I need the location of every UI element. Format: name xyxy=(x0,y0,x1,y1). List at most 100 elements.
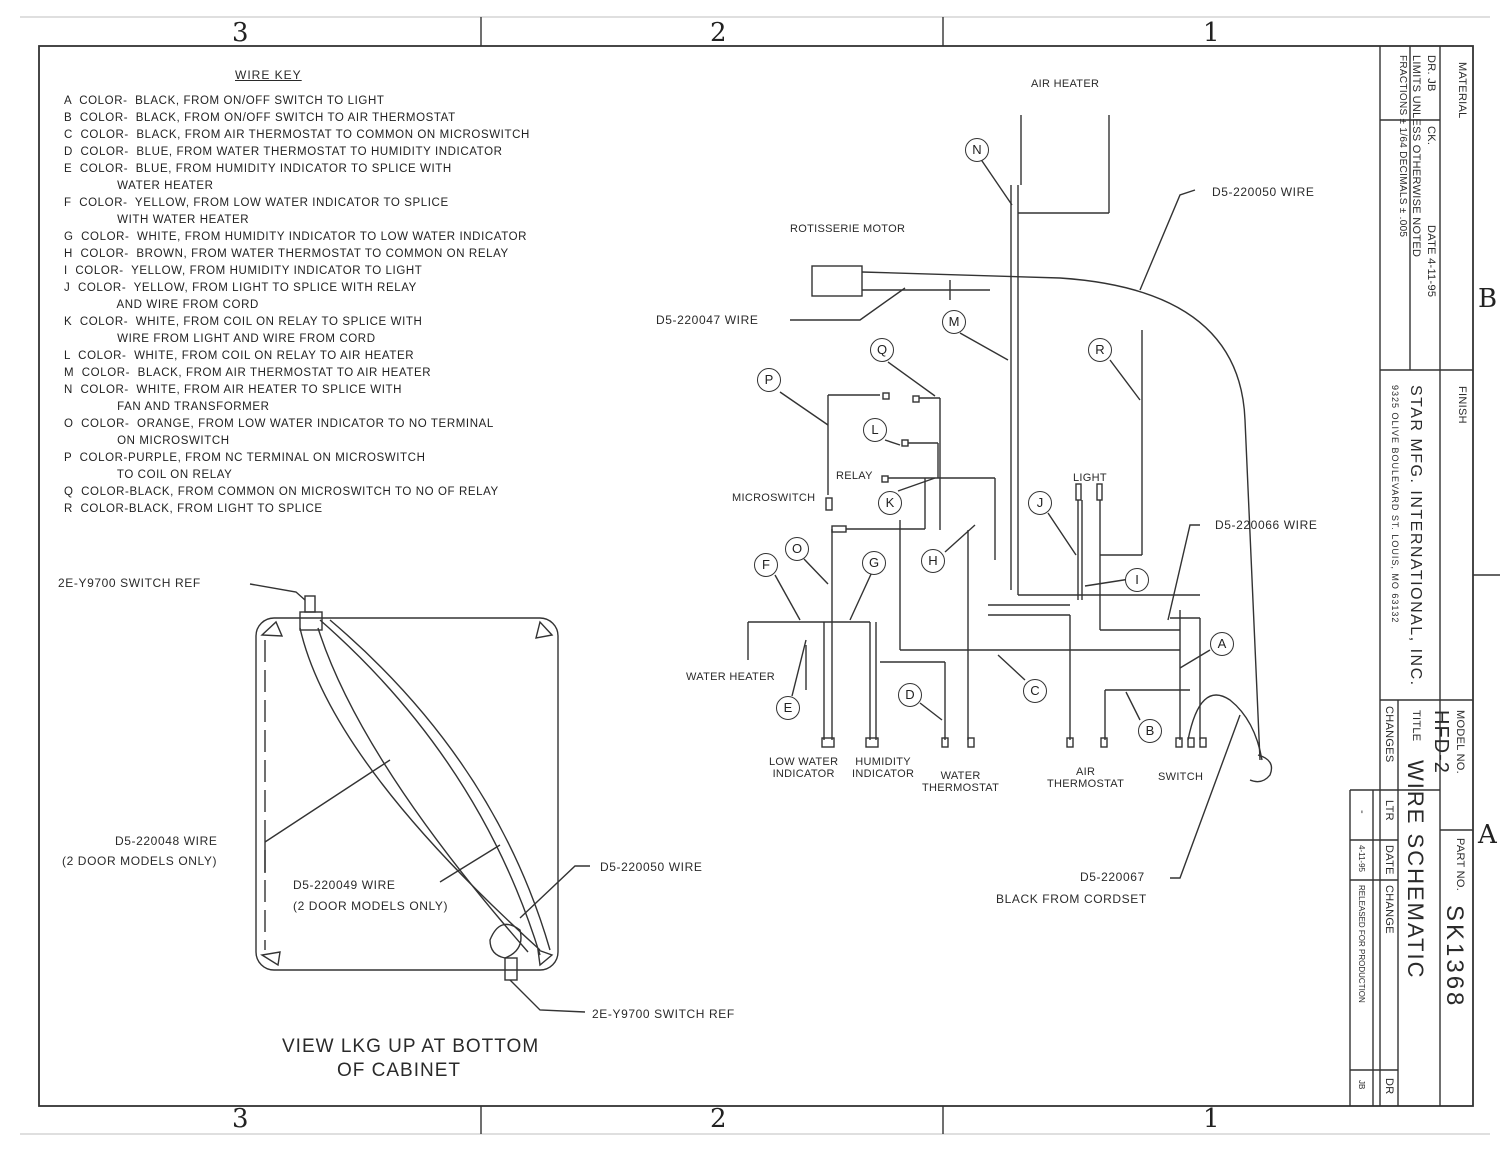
tb-rev-change: RELEASED FOR PRODUCTION xyxy=(1357,885,1366,1003)
wire-key-line: K COLOR- WHITE, FROM COIL ON RELAY TO SP… xyxy=(64,316,423,328)
tb-dr: DR. JB xyxy=(1425,55,1437,92)
switch-ref-top-label: 2E-Y9700 SWITCH REF xyxy=(58,576,201,590)
wire-key-line: C COLOR- BLACK, FROM AIR THERMOSTAT TO C… xyxy=(64,129,530,141)
view-caption-line2: OF CABINET xyxy=(337,1060,462,1081)
wire-key-line: B COLOR- BLACK, FROM ON/OFF SWITCH TO AI… xyxy=(64,112,456,124)
tb-dr-col: DR xyxy=(1383,1078,1395,1095)
wire-067-label: D5-220067 xyxy=(1080,870,1145,884)
humidity-indicator-line1: HUMIDITY xyxy=(855,756,911,768)
switch-label: SWITCH xyxy=(1158,771,1204,783)
tb-company: STAR MFG. INTERNATIONAL, INC. xyxy=(1407,385,1424,687)
switch-ref-bottom-label: 2E-Y9700 SWITCH REF xyxy=(592,1007,735,1021)
tb-date-col: DATE xyxy=(1383,845,1395,875)
humidity-indicator-line2: INDICATOR xyxy=(852,768,915,780)
wire-key-line: FAN AND TRANSFORMER xyxy=(64,401,270,413)
callout-c: C xyxy=(1023,679,1047,703)
callout-h: H xyxy=(921,549,945,573)
air-heater-label: AIR HEATER xyxy=(1031,78,1100,90)
callout-i: I xyxy=(1125,568,1149,592)
tb-part-value: SK1368 xyxy=(1441,905,1468,1009)
wire-key-line: Q COLOR-BLACK, FROM COMMON ON MICROSWITC… xyxy=(64,486,499,498)
callout-l: L xyxy=(863,418,887,442)
wire-049-note: (2 DOOR MODELS ONLY) xyxy=(293,899,449,913)
callout-r: R xyxy=(1088,338,1112,362)
callout-n: N xyxy=(965,138,989,162)
tb-rev-date: 4-11-95 xyxy=(1357,845,1366,872)
tb-rev-dr: JB xyxy=(1357,1080,1366,1090)
zone-bottom-3: 3 xyxy=(232,1104,249,1134)
wire-048-label: D5-220048 WIRE xyxy=(115,834,218,848)
wire-key-line: WIRE FROM LIGHT AND WIRE FROM CORD xyxy=(64,333,376,345)
wire-key-line: D COLOR- BLUE, FROM WATER THERMOSTAT TO … xyxy=(64,146,503,158)
low-water-indicator-line1: LOW WATER xyxy=(769,756,839,768)
callout-b: B xyxy=(1138,719,1162,743)
wire-key-line: I COLOR- YELLOW, FROM HUMIDITY INDICATOR… xyxy=(64,265,423,277)
wire-key-line: TO COIL ON RELAY xyxy=(64,469,233,481)
wire-key-list: A COLOR- BLACK, FROM ON/OFF SWITCH TO LI… xyxy=(64,93,530,518)
wire-048-note: (2 DOOR MODELS ONLY) xyxy=(62,854,218,868)
wire-key-line: L COLOR- WHITE, FROM COIL ON RELAY TO AI… xyxy=(64,350,415,362)
zone-bottom-1: 1 xyxy=(1203,1104,1220,1134)
tb-change-col: CHANGE xyxy=(1383,885,1395,934)
zone-bottom-2: 2 xyxy=(710,1104,727,1134)
air-thermostat-label: AIR THERMOSTAT xyxy=(1047,766,1124,790)
tb-part-label: PART NO. xyxy=(1454,838,1466,892)
rotisserie-motor-label: ROTISSERIE MOTOR xyxy=(790,223,906,235)
wire-key-line: R COLOR-BLACK, FROM LIGHT TO SPLICE xyxy=(64,503,323,515)
callout-d: D xyxy=(898,683,922,707)
relay-label: RELAY xyxy=(836,470,873,482)
callout-q: Q xyxy=(870,338,894,362)
wire-key-title: WIRE KEY xyxy=(235,68,302,82)
humidity-indicator-label: HUMIDITY INDICATOR xyxy=(852,756,914,780)
wire-key-line: O COLOR- ORANGE, FROM LOW WATER INDICATO… xyxy=(64,418,494,430)
tb-ltr-col: LTR xyxy=(1383,800,1395,821)
cabinet-outline xyxy=(255,617,559,971)
callout-f: F xyxy=(754,553,778,577)
wire-050-top-label: D5-220050 WIRE xyxy=(1212,185,1315,199)
wire-key-line: WATER HEATER xyxy=(64,180,214,192)
wire-key-line: G COLOR- WHITE, FROM HUMIDITY INDICATOR … xyxy=(64,231,528,243)
wire-key-line: E COLOR- BLUE, FROM HUMIDITY INDICATOR T… xyxy=(64,163,452,175)
tb-changes: CHANGES xyxy=(1383,706,1395,763)
wire-047-label: D5-220047 WIRE xyxy=(656,313,759,327)
callout-g: G xyxy=(862,551,886,575)
wire-066-label: D5-220066 WIRE xyxy=(1215,518,1318,532)
wire-key-line: P COLOR-PURPLE, FROM NC TERMINAL ON MICR… xyxy=(64,452,426,464)
callout-j: J xyxy=(1028,491,1052,515)
tb-model-value: HFD-2 xyxy=(1430,710,1452,774)
wire-049-label: D5-220049 WIRE xyxy=(293,878,396,892)
tb-date: DATE 4-11-95 xyxy=(1425,225,1437,298)
wire-key-line: A COLOR- BLACK, FROM ON/OFF SWITCH TO LI… xyxy=(64,95,385,107)
wire-key-line: J COLOR- YELLOW, FROM LIGHT TO SPLICE WI… xyxy=(64,282,417,294)
tb-limits-2: FRACTIONS ± 1/64 DECIMALS ± .005 xyxy=(1397,55,1408,238)
zone-top-3: 3 xyxy=(232,18,249,48)
low-water-indicator-label: LOW WATER INDICATOR xyxy=(769,756,838,780)
tb-address: 9325 OLIVE BOULEVARD ST. LOUIS, MO 63132 xyxy=(1390,385,1400,624)
water-heater-label: WATER HEATER xyxy=(686,671,775,683)
callout-m: M xyxy=(942,310,966,334)
wire-050-bottom-label: D5-220050 WIRE xyxy=(600,860,703,874)
water-thermostat-label: WATER THERMOSTAT xyxy=(922,770,999,794)
low-water-indicator-line2: INDICATOR xyxy=(772,768,835,780)
wire-key-line: N COLOR- WHITE, FROM AIR HEATER TO SPLIC… xyxy=(64,384,403,396)
callout-o: O xyxy=(785,537,809,561)
zone-top-2: 2 xyxy=(710,18,727,48)
light-label: LIGHT xyxy=(1073,472,1107,484)
tb-finish: FINISH xyxy=(1456,386,1468,424)
wire-key-line: M COLOR- BLACK, FROM AIR THERMOSTAT TO A… xyxy=(64,367,432,379)
zone-right-b: B xyxy=(1478,284,1498,314)
tb-model-label: MODEL NO. xyxy=(1454,710,1466,775)
wire-key-line: WITH WATER HEATER xyxy=(64,214,250,226)
wire-067-desc: BLACK FROM CORDSET xyxy=(996,892,1147,906)
zone-top-1: 1 xyxy=(1203,18,1220,48)
tb-title-value: WIRE SCHEMATIC xyxy=(1403,760,1428,980)
microswitch-label: MICROSWITCH xyxy=(732,492,816,504)
tb-title-label: TITLE xyxy=(1410,710,1422,742)
zone-right-a: A xyxy=(1478,820,1497,850)
air-thermostat-line1: AIR xyxy=(1075,766,1096,778)
drawing-border xyxy=(38,45,1474,1107)
callout-e: E xyxy=(776,696,800,720)
air-thermostat-line2: THERMOSTAT xyxy=(1047,778,1125,790)
wire-key-line: H COLOR- BROWN, FROM WATER THERMOSTAT TO… xyxy=(64,248,509,260)
